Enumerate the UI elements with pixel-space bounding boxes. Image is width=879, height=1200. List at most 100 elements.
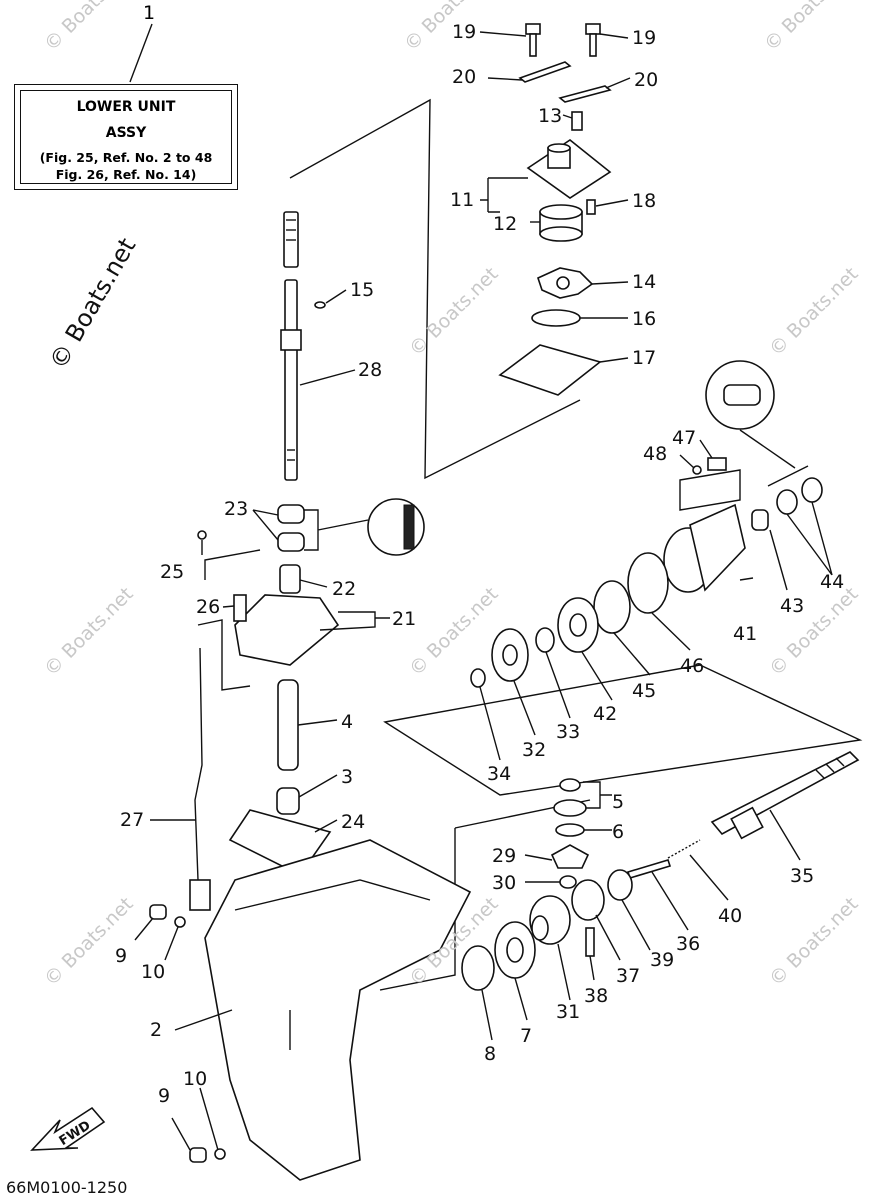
callout-labels: 2 3 4 5 6 7 8 9 9 10 10 11 12 13 14 15 1… — [115, 21, 844, 1107]
bolts-19 — [525, 23, 601, 57]
fwd-arrow: FWD — [30, 1106, 106, 1151]
callout-17: 17 — [632, 347, 656, 369]
callout-34: 34 — [487, 763, 511, 785]
o-ring-16 — [531, 309, 581, 327]
spring-40-pin-36 — [626, 839, 701, 879]
callout-42: 42 — [593, 703, 617, 725]
spacer-43 — [751, 509, 769, 531]
housing-21 — [234, 594, 340, 666]
callout-23: 23 — [224, 498, 248, 520]
assembly-lines — [197, 98, 863, 991]
callout-7: 7 — [520, 1025, 532, 1047]
callout-16: 16 — [632, 308, 656, 330]
callout-6: 6 — [612, 821, 624, 843]
callout-39: 39 — [650, 949, 674, 971]
bearing-5-washer-6 — [553, 778, 587, 837]
washer-33 — [535, 627, 555, 653]
box-ref-line1: (Fig. 25, Ref. No. 2 to 48 — [39, 150, 213, 165]
bearing-41 — [663, 503, 746, 593]
insert-cartridge-12 — [539, 204, 583, 242]
callout-3: 3 — [341, 766, 353, 788]
lower-case-2 — [204, 839, 472, 1181]
bushing-22 — [279, 564, 301, 594]
forward-gear-31 — [529, 895, 571, 945]
callout-46: 46 — [680, 655, 704, 677]
leader-lines — [129, 23, 833, 1151]
callout-26: 26 — [196, 596, 220, 618]
callout-9b: 9 — [158, 1085, 170, 1107]
callout-2: 2 — [150, 1019, 162, 1041]
pin-15 — [314, 301, 326, 309]
box-title-line3: (Fig. 25, Ref. No. 2 to 48 Fig. 26, Ref.… — [21, 149, 231, 183]
washer-39 — [607, 869, 633, 901]
callout-8: 8 — [484, 1043, 496, 1065]
box-ref-line2: Fig. 26, Ref. No. 14) — [55, 167, 197, 182]
callout-12: 12 — [493, 213, 517, 235]
callout-1: 1 — [143, 2, 156, 24]
callout-10b: 10 — [183, 1068, 207, 1090]
bolt-26 — [233, 594, 247, 622]
callout-5: 5 — [612, 791, 624, 813]
callout-14: 14 — [632, 271, 656, 293]
plates-20 — [518, 61, 612, 103]
callout-32: 32 — [522, 739, 546, 761]
dowel-pin-18 — [586, 199, 596, 215]
callout-37: 37 — [616, 965, 640, 987]
pinion-29-nut-30 — [550, 844, 590, 889]
callout-9a: 9 — [115, 945, 127, 967]
reverse-gear-32 — [491, 628, 529, 682]
callout-47: 47 — [672, 427, 696, 449]
shim-8 — [461, 945, 495, 991]
callout-33: 33 — [556, 721, 580, 743]
callout-22: 22 — [332, 578, 356, 600]
lower-unit-assy-box: LOWER UNIT ASSY (Fig. 25, Ref. No. 2 to … — [14, 84, 238, 190]
bolts-washers-9-10 — [149, 904, 226, 1163]
box-title-line1: LOWER UNIT — [76, 99, 176, 115]
box-title-line2: ASSY — [105, 125, 147, 141]
callout-24: 24 — [341, 811, 365, 833]
drive-shaft-28 — [280, 211, 302, 481]
callout-31: 31 — [556, 1001, 580, 1023]
bearing-7 — [494, 921, 536, 979]
callout-19b: 19 — [632, 27, 656, 49]
callout-15: 15 — [350, 279, 374, 301]
callout-18: 18 — [632, 190, 656, 212]
callout-21: 21 — [392, 608, 416, 630]
callout-25: 25 — [160, 561, 184, 583]
callout-19a: 19 — [452, 21, 476, 43]
callout-40: 40 — [718, 905, 742, 927]
callout-30: 30 — [492, 872, 516, 894]
pin-25 — [197, 530, 207, 540]
pin-38 — [585, 927, 595, 957]
callout-48: 48 — [643, 443, 667, 465]
circlip-34 — [470, 668, 486, 688]
callout-38: 38 — [584, 985, 608, 1007]
o-ring-46 — [627, 552, 669, 614]
callout-20a: 20 — [452, 66, 476, 88]
callout-20b: 20 — [634, 69, 658, 91]
callout-44: 44 — [820, 571, 844, 593]
bolt-washer-47-48 — [692, 457, 727, 475]
callout-11: 11 — [450, 189, 474, 211]
bearings-23 — [277, 498, 425, 556]
diagram-code: 66M0100-1250 — [6, 1178, 128, 1197]
bearings-44 — [776, 477, 823, 515]
propeller-shaft-35 — [710, 751, 860, 840]
shift-rod-27 — [189, 647, 211, 911]
pump-housing-11 — [526, 139, 612, 199]
o-ring-45 — [593, 580, 631, 634]
callout-4: 4 — [341, 711, 353, 733]
callout-28: 28 — [358, 359, 382, 381]
callout-13: 13 — [538, 105, 562, 127]
bearing-42 — [557, 597, 599, 653]
bolt-13 — [571, 111, 583, 131]
dog-clutch-37 — [571, 879, 605, 921]
grommet-3 — [276, 787, 300, 815]
tube-4 — [277, 679, 299, 771]
callout-45: 45 — [632, 680, 656, 702]
plate-17 — [498, 344, 602, 396]
callout-35: 35 — [790, 865, 814, 887]
grease-callout-44 — [705, 360, 775, 430]
callout-41: 41 — [733, 623, 757, 645]
